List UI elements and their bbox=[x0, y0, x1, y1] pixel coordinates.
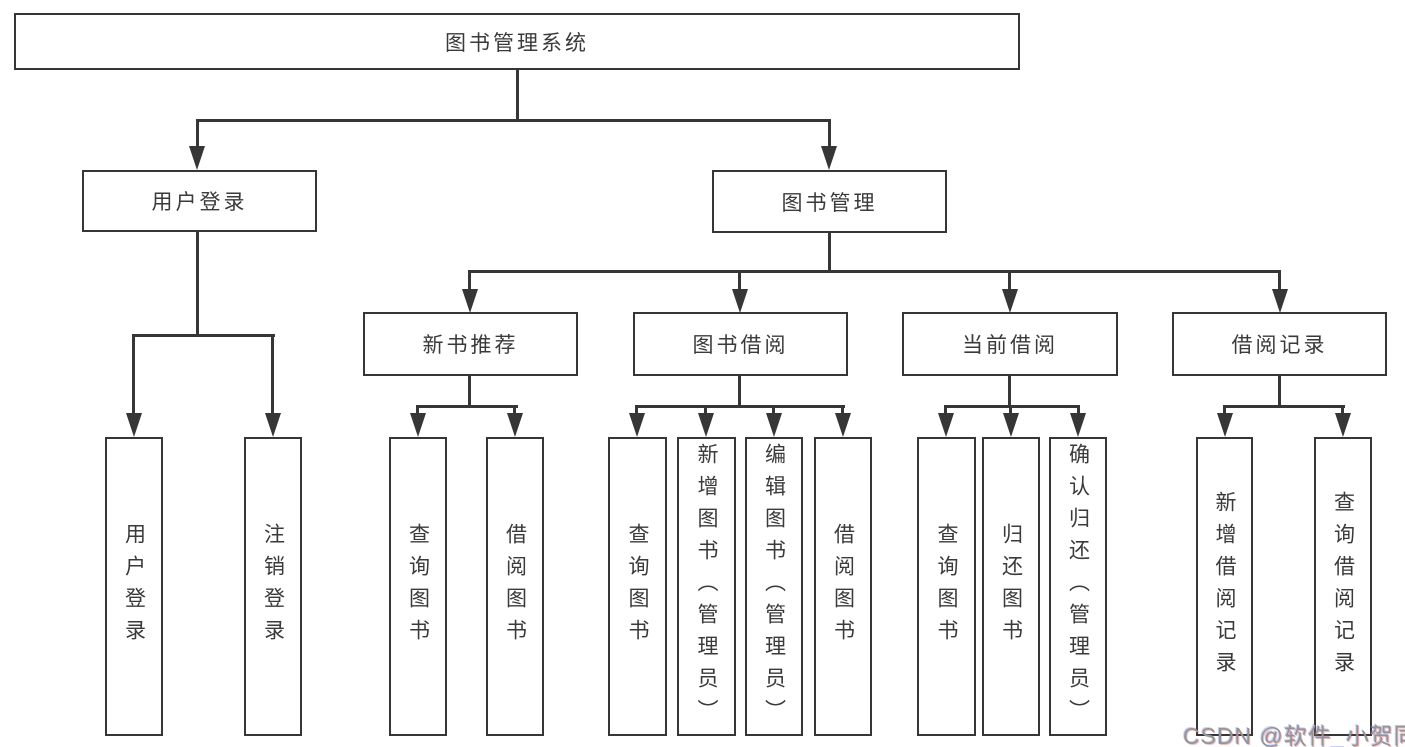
arrow-down-icon bbox=[189, 146, 205, 170]
leaf-add-borrow-record: 新增借阅记录 bbox=[1196, 437, 1253, 736]
connector-drop bbox=[704, 405, 707, 417]
arrow-down-icon bbox=[698, 413, 714, 437]
connector-drop-leaf-logout bbox=[271, 334, 274, 415]
node-current-borrowing: 当前借阅 bbox=[902, 312, 1118, 376]
arrow-down-icon bbox=[766, 413, 782, 437]
connector-drop bbox=[513, 405, 516, 417]
node-label: 注销登录 bbox=[261, 522, 285, 651]
arrow-down-icon bbox=[462, 289, 478, 313]
node-label: 图书管理系统 bbox=[445, 31, 589, 55]
leaf-user-login: 用户登录 bbox=[105, 437, 163, 736]
arrow-down-icon bbox=[1335, 413, 1351, 437]
connector-drop-user-login bbox=[196, 119, 199, 150]
connector-drop-borrowing-records bbox=[1278, 270, 1281, 292]
leaf-borrow-books-recommend: 借阅图书 bbox=[486, 437, 544, 736]
connector-root-hline bbox=[196, 119, 831, 122]
node-label: 查询图书 bbox=[406, 522, 430, 651]
arrow-down-icon bbox=[835, 413, 851, 437]
connector-drop bbox=[841, 405, 844, 417]
connector-drop bbox=[1009, 405, 1012, 417]
connector-drop bbox=[944, 405, 947, 417]
node-label: 图书管理 bbox=[781, 191, 878, 215]
node-label: 编辑图书（管理员） bbox=[762, 442, 786, 731]
connector-stem bbox=[738, 376, 741, 408]
node-label: 查询图书 bbox=[626, 522, 649, 651]
node-book-management: 图书管理 bbox=[712, 170, 947, 233]
arrow-down-icon bbox=[732, 289, 748, 313]
csdn-watermark: CSDN @软件_小贺同学 bbox=[1183, 723, 1405, 747]
arrow-down-icon bbox=[265, 413, 281, 437]
connector-hline bbox=[944, 405, 1080, 408]
leaf-query-books-borrowing: 查询图书 bbox=[608, 437, 667, 736]
leaf-confirm-return-admin: 确认归还（管理员） bbox=[1049, 437, 1107, 736]
leaf-query-borrow-record: 查询借阅记录 bbox=[1314, 437, 1372, 736]
connector-drop-book-borrowing bbox=[738, 270, 741, 292]
node-label: 新增图书（管理员） bbox=[695, 442, 718, 731]
arrow-down-icon bbox=[1070, 413, 1086, 437]
node-borrowing-records: 借阅记录 bbox=[1172, 312, 1387, 376]
connector-drop bbox=[1341, 405, 1344, 417]
leaf-add-books-admin: 新增图书（管理员） bbox=[677, 437, 736, 736]
connector-drop bbox=[635, 405, 638, 417]
connector-drop bbox=[416, 405, 419, 417]
connector-stem bbox=[468, 376, 471, 408]
node-label: 借阅图书 bbox=[503, 522, 527, 651]
node-new-book-recommend: 新书推荐 bbox=[363, 312, 578, 376]
connector-drop-current-borrowing bbox=[1008, 270, 1011, 292]
arrow-down-icon bbox=[1002, 289, 1018, 313]
connector-book-management-stem bbox=[828, 233, 831, 273]
arrow-down-icon bbox=[507, 413, 523, 437]
node-library-management-system: 图书管理系统 bbox=[14, 13, 1020, 70]
leaf-query-books-current: 查询图书 bbox=[917, 437, 976, 736]
node-label: 图书借阅 bbox=[692, 334, 789, 357]
node-label: 查询图书 bbox=[935, 522, 958, 651]
node-label: 用户登录 bbox=[122, 522, 146, 651]
node-book-borrowing: 图书借阅 bbox=[633, 312, 848, 376]
connector-hline bbox=[635, 405, 845, 408]
node-label: 借阅图书 bbox=[831, 522, 855, 651]
leaf-logout: 注销登录 bbox=[244, 437, 302, 736]
connector-drop-leaf-user-login bbox=[132, 334, 135, 415]
node-label: 借阅记录 bbox=[1231, 334, 1328, 357]
node-label: 归还图书 bbox=[999, 522, 1023, 651]
arrow-down-icon bbox=[938, 413, 954, 437]
leaf-edit-books-admin: 编辑图书（管理员） bbox=[745, 437, 803, 736]
arrow-down-icon bbox=[410, 413, 426, 437]
connector-stem bbox=[1278, 376, 1281, 408]
node-label: 查询借阅记录 bbox=[1331, 490, 1355, 683]
arrow-down-icon bbox=[821, 146, 837, 170]
connector-drop bbox=[772, 405, 775, 417]
leaf-return-books: 归还图书 bbox=[982, 437, 1040, 736]
node-label: 用户登录 bbox=[151, 191, 248, 214]
connector-user-login-stem bbox=[196, 232, 199, 336]
node-label: 新增借阅记录 bbox=[1213, 490, 1236, 683]
connector-drop bbox=[1223, 405, 1226, 417]
connector-drop-book-management bbox=[828, 119, 831, 150]
connector-hline bbox=[1223, 405, 1345, 408]
connector-drop bbox=[1077, 405, 1080, 417]
connector-hline bbox=[416, 405, 518, 408]
node-label: 当前借阅 bbox=[962, 334, 1058, 357]
arrow-down-icon bbox=[1217, 413, 1233, 437]
arrow-down-icon bbox=[1003, 413, 1019, 437]
arrow-down-icon bbox=[629, 413, 645, 437]
connector-user-login-hline bbox=[132, 334, 275, 337]
connector-book-management-hline bbox=[468, 270, 1281, 273]
node-label: 确认归还（管理员） bbox=[1066, 442, 1090, 731]
connector-drop-new-book-recommend bbox=[468, 270, 471, 292]
leaf-query-books-recommend: 查询图书 bbox=[389, 437, 447, 736]
connector-root-stem bbox=[516, 70, 519, 121]
leaf-borrow-books-borrowing: 借阅图书 bbox=[814, 437, 872, 736]
node-user-login: 用户登录 bbox=[82, 170, 317, 232]
node-label: 新书推荐 bbox=[422, 334, 519, 357]
arrow-down-icon bbox=[1272, 289, 1288, 313]
connector-stem bbox=[1008, 376, 1011, 408]
arrow-down-icon bbox=[126, 413, 142, 437]
